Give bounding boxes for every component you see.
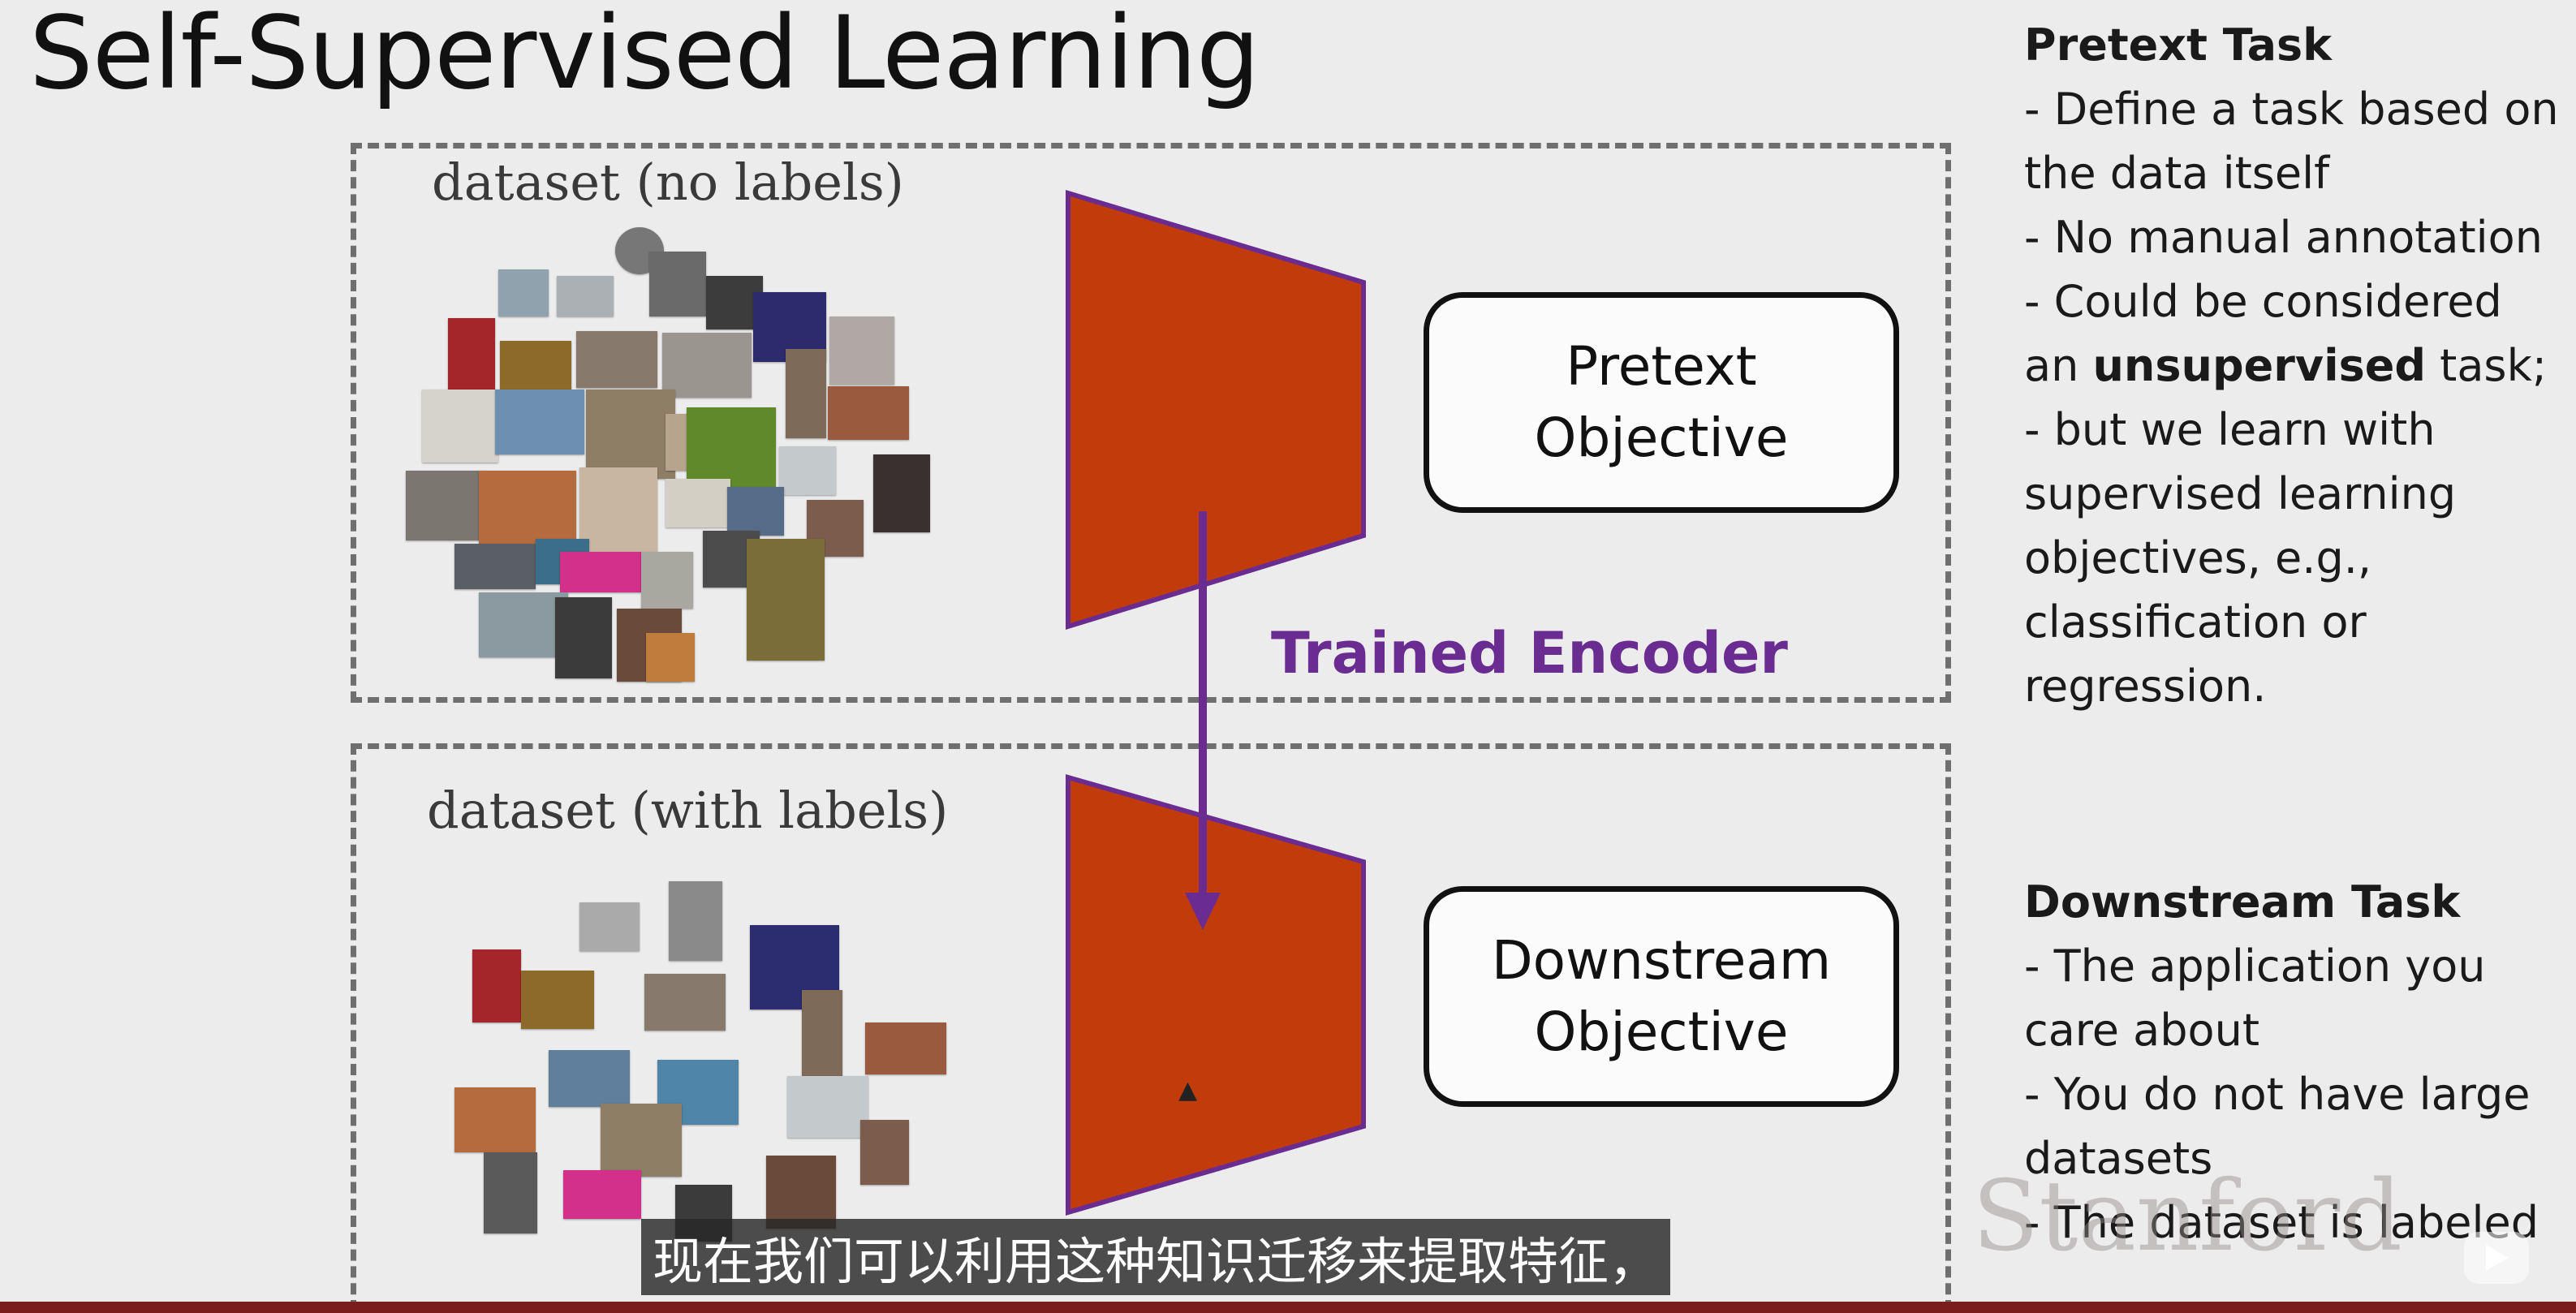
collage-image xyxy=(601,1104,682,1177)
pretext-objective-line2: Objective xyxy=(1534,407,1789,469)
play-triangle xyxy=(2486,1245,2509,1271)
pretext-task-line: supervised learning xyxy=(2024,468,2457,519)
pretext-panel xyxy=(351,143,1951,703)
collage-image xyxy=(472,949,521,1022)
collage-image xyxy=(646,633,695,682)
slide-title: Self-Supervised Learning xyxy=(29,0,1260,112)
transfer-arrow-head xyxy=(1185,893,1221,930)
collage-image xyxy=(649,252,706,316)
labeled-dataset-label: dataset (with labels) xyxy=(427,781,949,840)
collage-image xyxy=(641,552,693,609)
collage-image xyxy=(669,881,722,961)
pretext-task-line: the data itself xyxy=(2024,148,2330,199)
collage-image xyxy=(666,479,730,527)
collage-image xyxy=(747,539,825,661)
collage-image xyxy=(406,471,487,540)
collage-image xyxy=(579,467,657,552)
collage-image xyxy=(422,390,498,463)
collage-image xyxy=(557,276,614,316)
collage-image xyxy=(662,333,752,398)
pretext-task-line: - Could be considered xyxy=(2024,276,2502,327)
collage-image xyxy=(586,390,675,479)
collage-image xyxy=(865,1022,946,1074)
collage-image xyxy=(563,1170,641,1219)
pretext-task-text: task; xyxy=(2426,340,2548,391)
downstream-objective-box: Downstream Objective xyxy=(1424,886,1899,1107)
collage-image xyxy=(448,318,495,399)
collage-image xyxy=(479,592,568,657)
collage-image xyxy=(454,1087,536,1152)
pretext-task-line: objectives, e.g., xyxy=(2024,532,2372,583)
labeled-image-collage xyxy=(438,868,958,1250)
collage-image xyxy=(687,407,776,489)
pretext-task-line: classification or xyxy=(2024,596,2367,648)
encoder-diagram xyxy=(1066,189,1366,1216)
collage-image xyxy=(495,390,584,454)
downstream-task-line: datasets xyxy=(2024,1133,2213,1184)
collage-image xyxy=(828,386,909,440)
collage-image xyxy=(498,269,549,316)
pretext-task-line: - but we learn with xyxy=(2024,404,2436,455)
pretext-task-line: - Define a task based on xyxy=(2024,84,2559,135)
collage-image xyxy=(802,990,842,1079)
collage-image xyxy=(484,1152,537,1233)
pretext-encoder-shape xyxy=(1066,189,1366,631)
collage-image xyxy=(479,471,576,544)
collage-image xyxy=(644,974,726,1031)
unlabeled-dataset-label: dataset (no labels) xyxy=(432,153,904,212)
unsupervised-emphasis: unsupervised xyxy=(2092,340,2426,391)
collage-image xyxy=(521,971,594,1029)
pretext-task-notes: Pretext Task - Define a task based on th… xyxy=(2024,13,2576,718)
collage-image xyxy=(860,1120,909,1185)
collage-image xyxy=(779,446,836,495)
pretext-task-line: an unsupervised task; xyxy=(2024,334,2576,398)
pretext-objective-box: Pretext Objective xyxy=(1424,292,1899,513)
downstream-task-line: - The dataset is labeled xyxy=(2024,1197,2539,1248)
cursor-icon: ▲ xyxy=(1178,1076,1198,1104)
collage-image xyxy=(579,902,640,951)
stanford-watermark: Stanford xyxy=(1972,1160,2403,1273)
pretext-task-line: - No manual annotation xyxy=(2024,212,2543,263)
downstream-task-line: - The application you xyxy=(2024,941,2486,992)
collage-image xyxy=(727,487,784,536)
collage-image xyxy=(549,1050,630,1107)
downstream-objective-line2: Objective xyxy=(1534,1001,1789,1063)
pretext-objective-line1: Pretext xyxy=(1566,335,1757,398)
collage-image xyxy=(829,316,894,385)
collage-image xyxy=(555,597,612,678)
collage-image xyxy=(560,552,641,592)
collage-image xyxy=(873,454,930,532)
unlabeled-image-collage xyxy=(398,227,950,690)
play-icon[interactable] xyxy=(2464,1232,2529,1284)
pretext-task-heading: Pretext Task xyxy=(2024,19,2333,71)
collage-image xyxy=(766,1156,836,1229)
downstream-task-notes: Downstream Task - The application you ca… xyxy=(2024,870,2576,1255)
collage-image xyxy=(576,331,657,388)
downstream-objective-line1: Downstream xyxy=(1491,929,1832,992)
pretext-task-text: an xyxy=(2024,340,2093,391)
collage-image xyxy=(786,349,826,438)
downstream-encoder-shape xyxy=(1066,774,1366,1216)
collage-image xyxy=(787,1076,868,1138)
collage-image xyxy=(500,341,571,393)
downstream-task-line: - You do not have large xyxy=(2024,1069,2531,1120)
pretext-task-line: regression. xyxy=(2024,661,2267,712)
downstream-task-heading: Downstream Task xyxy=(2024,876,2461,928)
collage-image xyxy=(454,544,536,589)
video-subtitle: 现在我们可以利用这种知识迁移来提取特征， xyxy=(641,1219,1671,1295)
downstream-task-line: care about xyxy=(2024,1005,2259,1056)
video-progress-bar[interactable] xyxy=(0,1302,2576,1313)
trained-encoder-label: Trained Encoder xyxy=(1271,620,1788,687)
